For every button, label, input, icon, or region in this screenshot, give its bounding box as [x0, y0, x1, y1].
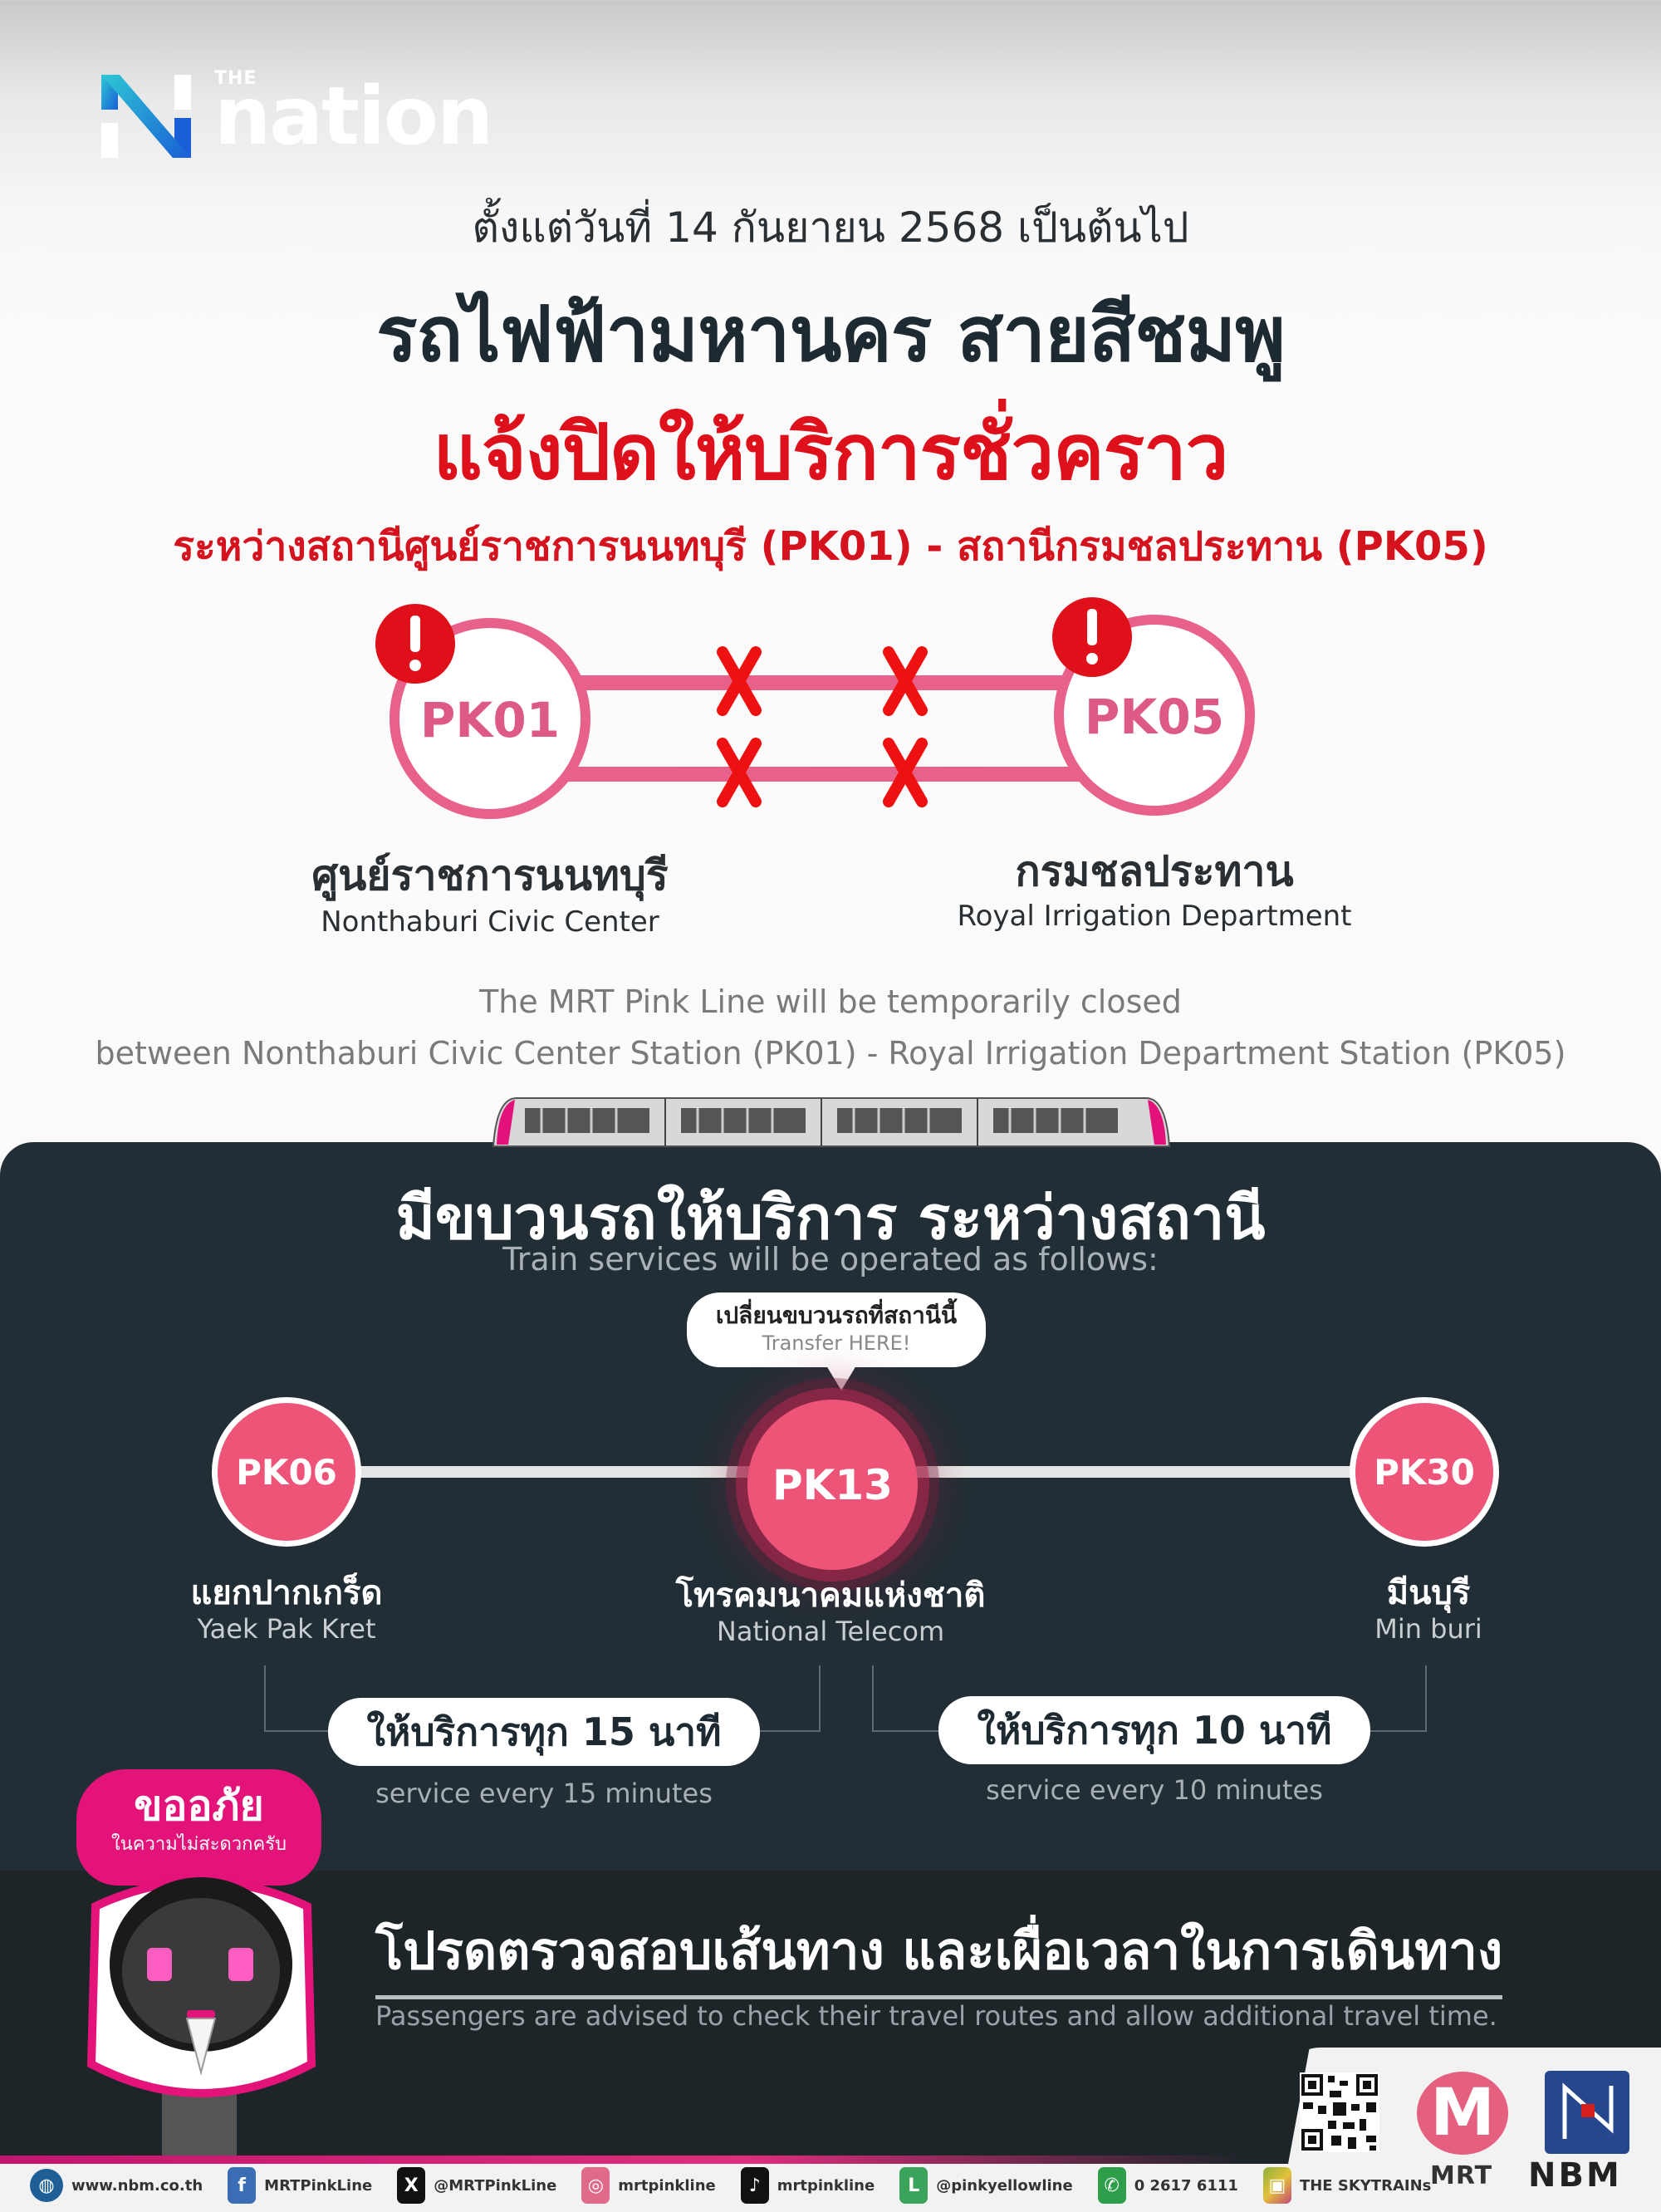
pk30-name-th: มีนบุรี — [1386, 1574, 1471, 1612]
pk30-name-en: Min buri — [1374, 1613, 1482, 1645]
transfer-bubble: เปลี่ยนขบวนรถที่สถานีนี้ Transfer HERE! — [687, 1292, 986, 1390]
apology-text: ขออภัย — [134, 1782, 264, 1830]
service-title: มีขบวนรถให้บริการ ระหว่างสถานี — [395, 1183, 1266, 1253]
footer-link-label: THE SKYTRAINs — [1299, 2176, 1432, 2195]
pk13-name-en: National Telecom — [716, 1616, 945, 1647]
qr-code-icon[interactable] — [1300, 2072, 1379, 2152]
transfer-bubble-th: เปลี่ยนขบวนรถที่สถานีนี้ — [715, 1302, 958, 1329]
service-subtitle: Train services will be operated as follo… — [502, 1241, 1159, 1278]
footer-link-x[interactable]: X @MRTPinkLine — [397, 2167, 556, 2204]
pk06-name-th: แยกปากเกร็ด — [190, 1574, 383, 1612]
footer-link-website[interactable]: ◍ www.nbm.co.th — [30, 2169, 203, 2202]
mrt-label: MRT — [1430, 2161, 1493, 2190]
frequency-15-en: service every 15 minutes — [375, 1778, 713, 1809]
closure-description-line2: between Nonthaburi Civic Center Station … — [95, 1035, 1566, 1072]
skytrains-app-icon: ▣ — [1262, 2167, 1291, 2204]
footer-link-label: @MRTPinkLine — [434, 2176, 557, 2195]
frequency-10-en: service every 10 minutes — [986, 1774, 1323, 1806]
line-icon: L — [899, 2167, 928, 2204]
mrt-logo-icon: M — [1417, 2072, 1508, 2155]
footer-link-skytrains[interactable]: ▣ THE SKYTRAINs — [1262, 2167, 1432, 2204]
station-pk30: PK30 — [1350, 1397, 1499, 1547]
station-pk13: PK13 — [747, 1400, 918, 1570]
globe-icon: ◍ — [30, 2169, 63, 2202]
footer-link-phone[interactable]: ✆ 0 2617 6111 — [1097, 2167, 1238, 2204]
nation-n-mark-icon — [101, 75, 191, 158]
nbm-logo-icon — [1545, 2071, 1629, 2154]
pk13-name-th: โทรคมนาคมแห่งชาติ — [675, 1577, 986, 1615]
mascot-icon — [79, 1873, 324, 2160]
closure-segment-heading: ระหว่างสถานีศูนย์ราชการนนทบุรี (PK01) - … — [173, 523, 1488, 570]
closed-segment-diagram — [357, 594, 1304, 876]
closure-description-line1: The MRT Pink Line will be temporarily cl… — [479, 983, 1182, 1020]
footer-link-facebook[interactable]: f MRTPinkLine — [228, 2167, 372, 2204]
phone-icon: ✆ — [1097, 2167, 1126, 2204]
station-pk06: PK06 — [212, 1397, 361, 1547]
footer-link-line[interactable]: L @pinkyellowline — [899, 2167, 1073, 2204]
transfer-bubble-en: Transfer HERE! — [762, 1332, 911, 1355]
footer-link-instagram[interactable]: ◎ mrtpinkline — [581, 2167, 716, 2204]
closure-headline: แจ้งปิดให้บริการชั่วคราว — [433, 408, 1229, 497]
footer-link-label: MRTPinkLine — [264, 2176, 373, 2195]
pk05-name-en: Royal Irrigation Department — [957, 900, 1352, 933]
footer-link-label: mrtpinkline — [777, 2176, 875, 2195]
facebook-icon: f — [228, 2167, 257, 2204]
effective-date: ตั้งแต่วันที่ 14 กันยายน 2568 เป็นต้นไป — [472, 204, 1189, 252]
nbm-label: NBM — [1528, 2156, 1622, 2195]
instagram-icon: ◎ — [581, 2167, 610, 2204]
advice-heading: โปรดตรวจสอบเส้นทาง และเผื่อเวลาในการเดิน… — [375, 1910, 1503, 1999]
closed-segment-labels: PK01 PK05 — [357, 594, 1304, 876]
apology-subtext: ในความไม่สะดวกครับ — [111, 1834, 287, 1855]
footer-link-label: mrtpinkline — [618, 2176, 716, 2195]
frequency-pill-10: ให้บริการทุก 10 นาที — [938, 1696, 1370, 1764]
x-icon: X — [397, 2167, 426, 2204]
pink-accent-strip — [0, 2156, 1246, 2164]
pk06-name-en: Yaek Pak Kret — [197, 1613, 376, 1645]
footer-link-label: www.nbm.co.th — [71, 2176, 203, 2195]
apology-bubble: ขออภัย ในความไม่สะดวกครับ — [76, 1769, 321, 1886]
pk05-name-th: กรมชลประทาน — [1015, 847, 1294, 895]
advice-subtext: Passengers are advised to check their tr… — [375, 2000, 1497, 2032]
tiktok-icon: ♪ — [740, 2167, 769, 2204]
train-icon — [492, 1095, 1171, 1150]
the-nation-logo: THE nation — [101, 68, 493, 158]
pk01-name-en: Nonthaburi Civic Center — [321, 905, 659, 939]
station-code-pk01: PK01 — [419, 692, 561, 748]
frequency-pill-15: ให้บริการทุก 15 นาที — [328, 1698, 760, 1766]
pk01-name-th: ศูนย์ราชการนนทบุรี — [311, 851, 669, 900]
logo-the-text: THE — [214, 68, 257, 89]
page-title: รถไฟฟ้ามหานคร สายสีชมพู — [376, 290, 1286, 379]
footer-bar — [0, 2164, 1661, 2212]
footer-link-label: @pinkyellowline — [936, 2176, 1073, 2195]
logo-nation-text: nation — [214, 70, 493, 163]
footer-link-label: 0 2617 6111 — [1134, 2176, 1238, 2195]
footer-contact-links: ◍ www.nbm.co.th f MRTPinkLine X @MRTPink… — [30, 2162, 1431, 2209]
footer-link-tiktok[interactable]: ♪ mrtpinkline — [740, 2167, 875, 2204]
station-code-pk05: PK05 — [1084, 689, 1225, 745]
